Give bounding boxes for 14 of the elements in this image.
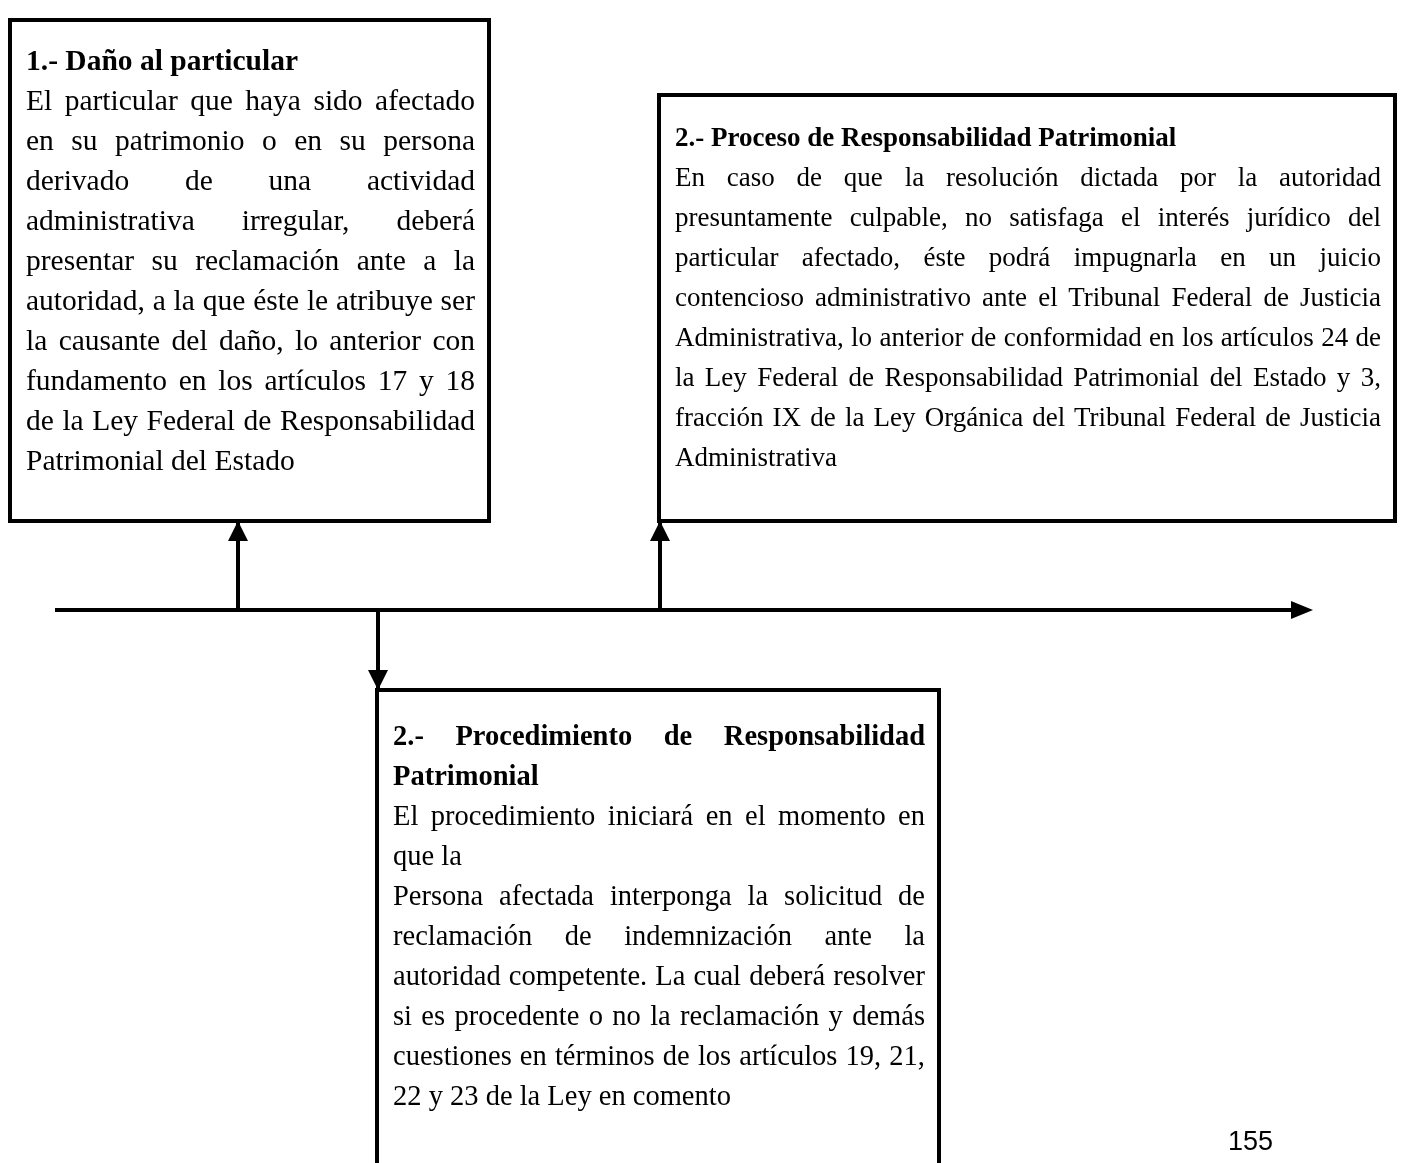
box-heading: 1.- Daño al particular <box>26 43 300 78</box>
box-text: El procedimiento iniciará en el momento en que la <box>393 799 925 873</box>
page-number: 155 <box>1228 1126 1274 1157</box>
box-heading: 2.- Procedimiento de Responsabilidad Patrimonial <box>393 719 925 793</box>
arrow <box>228 521 248 608</box>
arrow <box>650 521 670 608</box>
arrow <box>368 612 388 690</box>
text-box <box>375 688 941 1163</box>
box-text: En caso de que la resolución dictada por la autoridad presuntamente culpable, no satisfaga el interés jurídico del particular afectado, éste podrá impugnarla en un juicio contencioso administrativo ante el Tribunal Federal de Justicia Administrativa, lo anterior de conformidad en los artículos 24 de la Ley Federal de Responsabilidad Patrimonial del Estado y 3, fracción IX de la Ley Orgánica del Tribunal Federal de Justicia Administrativa <box>675 161 1381 474</box>
text-box <box>8 18 491 523</box>
box-text: El particular que haya sido afectado en su patrimonio o en su persona derivado de una actividad administrativa irregular, deberá presentar su reclamación ante a la autoridad, a la que éste le atribuye ser la causante del daño, lo anterior con fundamento en los artículos 17 y 18 de la Ley Federal de Responsabilidad Patrimonial del Estado <box>26 83 475 478</box>
text-box <box>657 93 1397 523</box>
box-text: Persona afectada interponga la solicitud de reclamación de indemnización ante la autoridad competente. La cual deberá resolver si es procedente o no la reclamación y demás cuestiones en términos de los artículos 19, 21, 22 y 23 de la Ley en comento <box>393 879 925 1113</box>
box-heading: 2.- Proceso de Responsabilidad Patrimonial <box>675 121 1178 154</box>
